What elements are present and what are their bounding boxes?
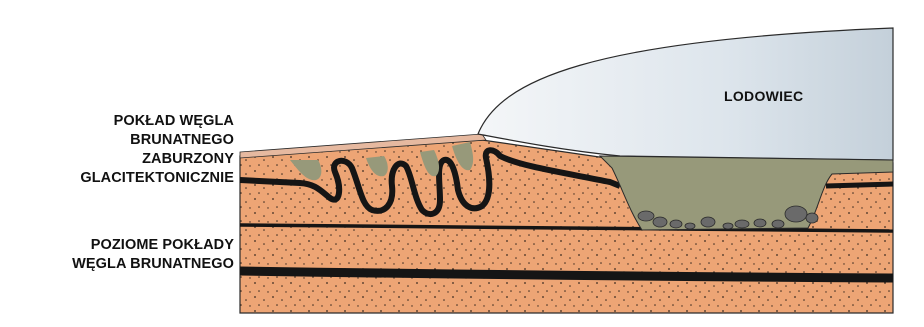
deformed-seam-line-3: ZABURZONY [80,150,234,169]
deformed-seam-line-2: BRUNATNEGO [80,131,234,150]
deformed-seam-line-4: GLACITEKTONICZNIE [80,169,234,188]
deformed-seam-label: POKŁAD WĘGLA BRUNATNEGO ZABURZONY GLACIT… [80,112,234,188]
horizontal-seams-label: POZIOME POKŁADY WĘGLA BRUNATNEGO [72,236,234,274]
glacier [478,28,893,160]
glacier-label: LODOWIEC [724,88,803,104]
horizontal-seams-line-2: WĘGLA BRUNATNEGO [72,255,234,274]
horizontal-seams-line-1: POZIOME POKŁADY [72,236,234,255]
deformed-seam-line-1: POKŁAD WĘGLA [80,112,234,131]
